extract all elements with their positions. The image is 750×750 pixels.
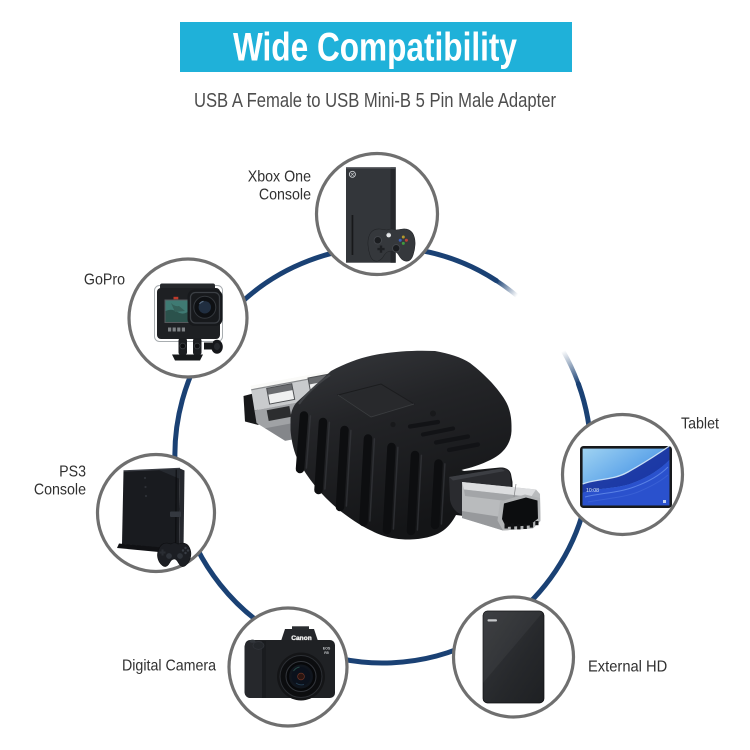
- svg-text:Digital Camera: Digital Camera: [122, 657, 217, 675]
- svg-text:R5: R5: [324, 651, 329, 655]
- svg-text:10:08: 10:08: [586, 488, 599, 494]
- svg-text:Canon: Canon: [291, 635, 312, 642]
- svg-text:PS3: PS3: [59, 463, 86, 481]
- svg-text:Xbox One: Xbox One: [248, 168, 311, 186]
- svg-text:EOS: EOS: [323, 647, 331, 651]
- svg-text:Wide Compatibility: Wide Compatibility: [233, 24, 517, 69]
- svg-text:GoPro: GoPro: [84, 271, 125, 289]
- svg-text:Tablet: Tablet: [681, 415, 720, 433]
- svg-text:External HD: External HD: [588, 658, 667, 676]
- svg-text:Console: Console: [34, 481, 86, 499]
- svg-text:Console: Console: [259, 186, 311, 204]
- svg-text:USB A Female to USB Mini-B 5 P: USB A Female to USB Mini-B 5 Pin Male Ad…: [194, 89, 556, 112]
